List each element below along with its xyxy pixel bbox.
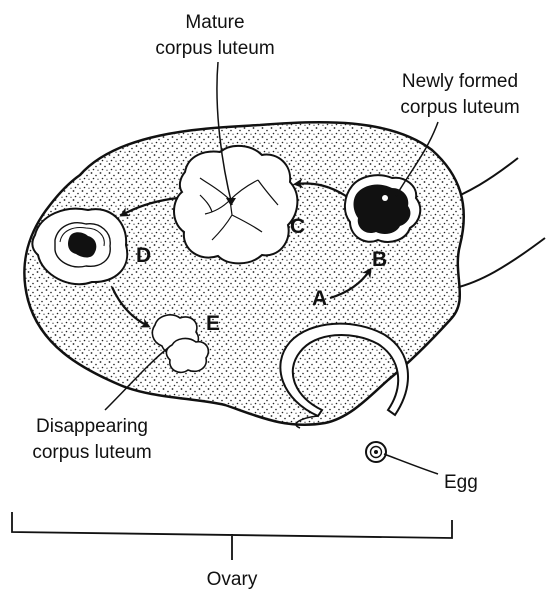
newly-formed-corpus-luteum: [345, 175, 420, 242]
ovary-bracket: [12, 512, 452, 560]
label-mature-line2: corpus luteum: [155, 38, 274, 59]
stage-letter-b: B: [372, 248, 387, 271]
label-egg: Egg: [444, 472, 478, 493]
label-disappearing-line2: corpus luteum: [32, 442, 151, 463]
stage-letter-e: E: [206, 312, 220, 335]
label-newly-formed-line2: corpus luteum: [400, 97, 519, 118]
stage-letter-a: A: [312, 287, 327, 310]
mature-corpus-luteum: [174, 146, 297, 264]
stage-letter-c: C: [290, 215, 305, 238]
label-disappearing-line1: Disappearing: [36, 416, 148, 437]
egg-cell: [366, 442, 386, 462]
label-mature-line1: Mature: [185, 12, 244, 33]
leader-egg: [384, 454, 438, 474]
ligament-lower-line: [455, 238, 545, 288]
stage-letter-d: D: [136, 244, 151, 267]
label-ovary: Ovary: [207, 569, 258, 590]
label-newly-formed-line1: Newly formed: [402, 71, 518, 92]
